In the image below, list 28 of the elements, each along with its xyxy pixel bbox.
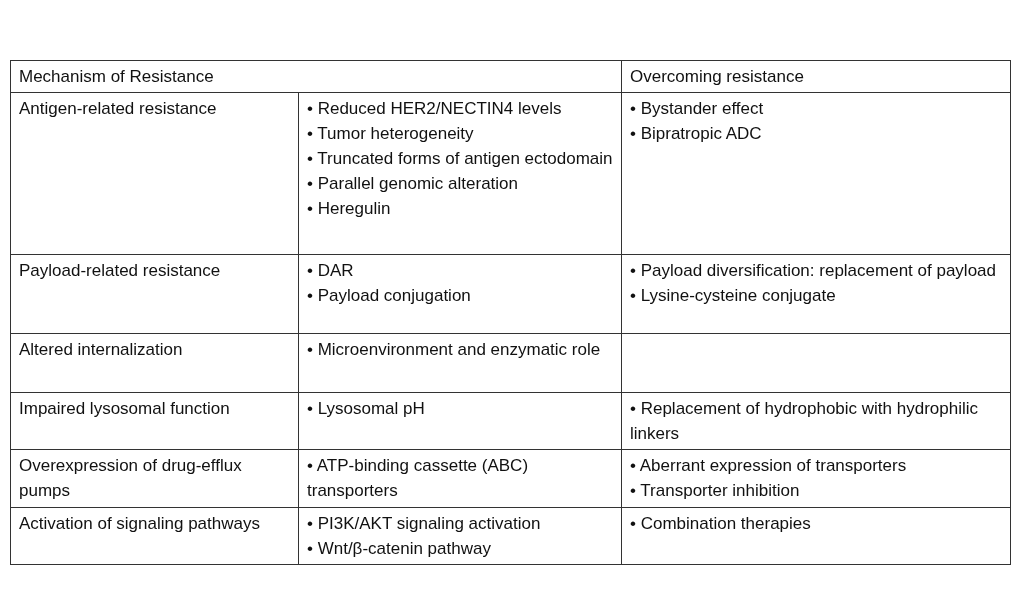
bullet-item: • Aberrant expression of transporters — [630, 455, 908, 477]
bullet-item: • Truncated forms of antigen ectodomain — [307, 148, 613, 170]
bullet-item: • DAR — [307, 260, 355, 282]
row-header: Overexpression of drug-efflux pumps — [10, 449, 299, 508]
bullet-item: • Combination therapies — [630, 513, 812, 535]
bullet-item: • Microenvironment and enzymatic role — [307, 339, 602, 361]
row-header: Impaired lysosomal function — [10, 392, 299, 450]
bullet-item: • Replacement of hydrophobic with hydrophilic linkers — [630, 398, 980, 445]
row-header: Antigen-related resistance — [10, 92, 299, 255]
bullet-item: • Reduced HER2/NECTIN4 levels — [307, 98, 563, 120]
column-header: Mechanism of Resistance — [10, 60, 622, 93]
bullet-item: • Payload diversification: replacement of payload — [630, 260, 997, 282]
row-header: Altered internalization — [10, 333, 299, 393]
bullet-item: • Bystander effect — [630, 98, 765, 120]
bullet-item: • ATP-binding cassette (ABC) transporters — [307, 455, 530, 502]
bullet-item: • Bipratropic ADC — [630, 123, 763, 145]
row-header: Activation of signaling pathways — [10, 507, 299, 565]
bullet-item: • Transporter inhibition — [630, 480, 801, 502]
bullet-item: • Tumor heterogeneity — [307, 123, 475, 145]
bullet-item: • Wnt/β-catenin pathway — [307, 538, 492, 560]
bullet-item: • Parallel genomic alteration — [307, 173, 519, 195]
bullet-item: • Payload conjugation — [307, 285, 472, 307]
bullet-item: • PI3K/AKT signaling activation — [307, 513, 542, 535]
bullet-item: • Lysine-cysteine conjugate — [630, 285, 837, 307]
bullet-item: • Heregulin — [307, 198, 392, 220]
row-header: Payload-related resistance — [10, 254, 299, 334]
bullet-item: • Lysosomal pH — [307, 398, 426, 420]
column-header: Overcoming resistance — [621, 60, 1011, 93]
